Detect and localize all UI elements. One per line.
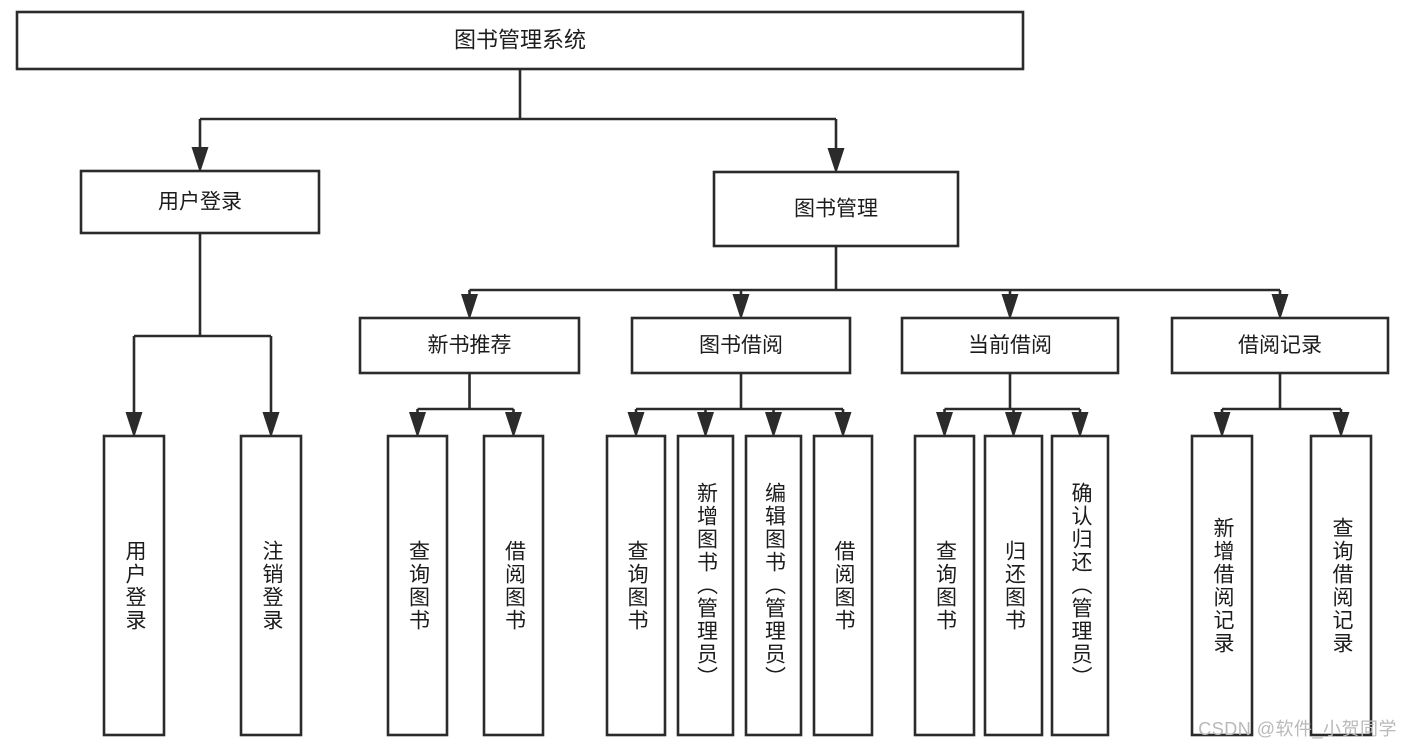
node-查询图书-leaf-1-0[interactable] (605, 434, 667, 737)
node-图书管理系统-root[interactable] (15, 10, 1025, 71)
link-当前借阅-to-确认归还管理员-2-arrowhead (1071, 412, 1089, 438)
node-查询借阅记录-leaf-3-1[interactable] (1309, 434, 1373, 737)
node-新书推荐-l2-0-label: 新书推荐 (428, 334, 512, 357)
node-新书推荐-l2-0[interactable] (358, 316, 581, 375)
node-用户登录-l1-0-label: 用户登录 (158, 191, 242, 214)
link-root-to-图书管理-1-arrowhead (827, 148, 845, 174)
connectors-layer (125, 69, 1350, 438)
node-图书借阅-l2-1-label: 图书借阅 (699, 334, 783, 357)
node-用户登录-l1-0[interactable] (79, 169, 321, 235)
node-借阅图书-leaf-1-3[interactable] (812, 434, 874, 737)
link-root-to-用户登录-0-arrowhead (191, 147, 209, 173)
node-编辑图书管理员-leaf-1-2[interactable] (744, 434, 803, 737)
node-图书借阅-l2-1[interactable] (630, 316, 852, 375)
node-归还图书-leaf-2-1[interactable] (983, 434, 1044, 737)
link-借阅记录-to-新增借阅记录-0-arrowhead (1213, 412, 1231, 438)
link-图书借阅-to-编辑图书管理员-2-arrowhead (765, 412, 782, 438)
link-图书管理-to-当前借阅-2-arrowhead (1001, 294, 1019, 320)
link-当前借阅-to-查询图书-0-arrowhead (936, 412, 953, 438)
link-用户登录-to-用户登录-0-arrowhead (125, 412, 143, 438)
node-查询图书-leaf-2-0[interactable] (913, 434, 976, 737)
link-图书借阅-to-新增图书管理员-1-arrowhead (697, 412, 714, 438)
node-当前借阅-l2-2-label: 当前借阅 (968, 334, 1052, 357)
node-确认归还管理员-leaf-2-2[interactable] (1050, 434, 1110, 737)
boxes-layer (15, 10, 1390, 737)
watermark-text: CSDN @软件_小贺同学 (1198, 719, 1397, 739)
node-图书管理-l1-1-label: 图书管理 (794, 198, 878, 221)
link-当前借阅-to-归还图书-1-arrowhead (1005, 412, 1022, 438)
node-图书管理-l1-1[interactable] (712, 170, 960, 248)
link-图书管理-to-借阅记录-3-arrowhead (1271, 294, 1289, 320)
node-当前借阅-l2-2[interactable] (900, 316, 1120, 375)
node-查询图书-leaf-0-0[interactable] (386, 434, 449, 737)
link-用户登录-to-注销登录-1-arrowhead (262, 412, 280, 438)
node-新增借阅记录-leaf-3-0[interactable] (1190, 434, 1254, 737)
node-借阅记录-l2-3-label: 借阅记录 (1238, 334, 1322, 357)
node-图书管理系统-root-label: 图书管理系统 (454, 27, 586, 52)
link-借阅记录-to-查询借阅记录-1-arrowhead (1332, 412, 1350, 438)
link-图书借阅-to-借阅图书-3-arrowhead (834, 412, 852, 438)
node-借阅记录-l2-3[interactable] (1170, 316, 1390, 375)
node-新增图书管理员-leaf-1-1[interactable] (676, 434, 735, 737)
node-用户登录-leaf-u0[interactable] (102, 434, 166, 737)
link-图书管理-to-新书推荐-0-arrowhead (461, 294, 478, 320)
link-图书管理-to-图书借阅-1-arrowhead (732, 294, 750, 320)
link-图书借阅-to-查询图书-0-arrowhead (627, 412, 645, 438)
node-注销登录-leaf-u1[interactable] (239, 434, 303, 737)
link-新书推荐-to-借阅图书-1-arrowhead (505, 412, 522, 438)
link-新书推荐-to-查询图书-0-arrowhead (409, 412, 426, 438)
node-借阅图书-leaf-0-1[interactable] (482, 434, 545, 737)
